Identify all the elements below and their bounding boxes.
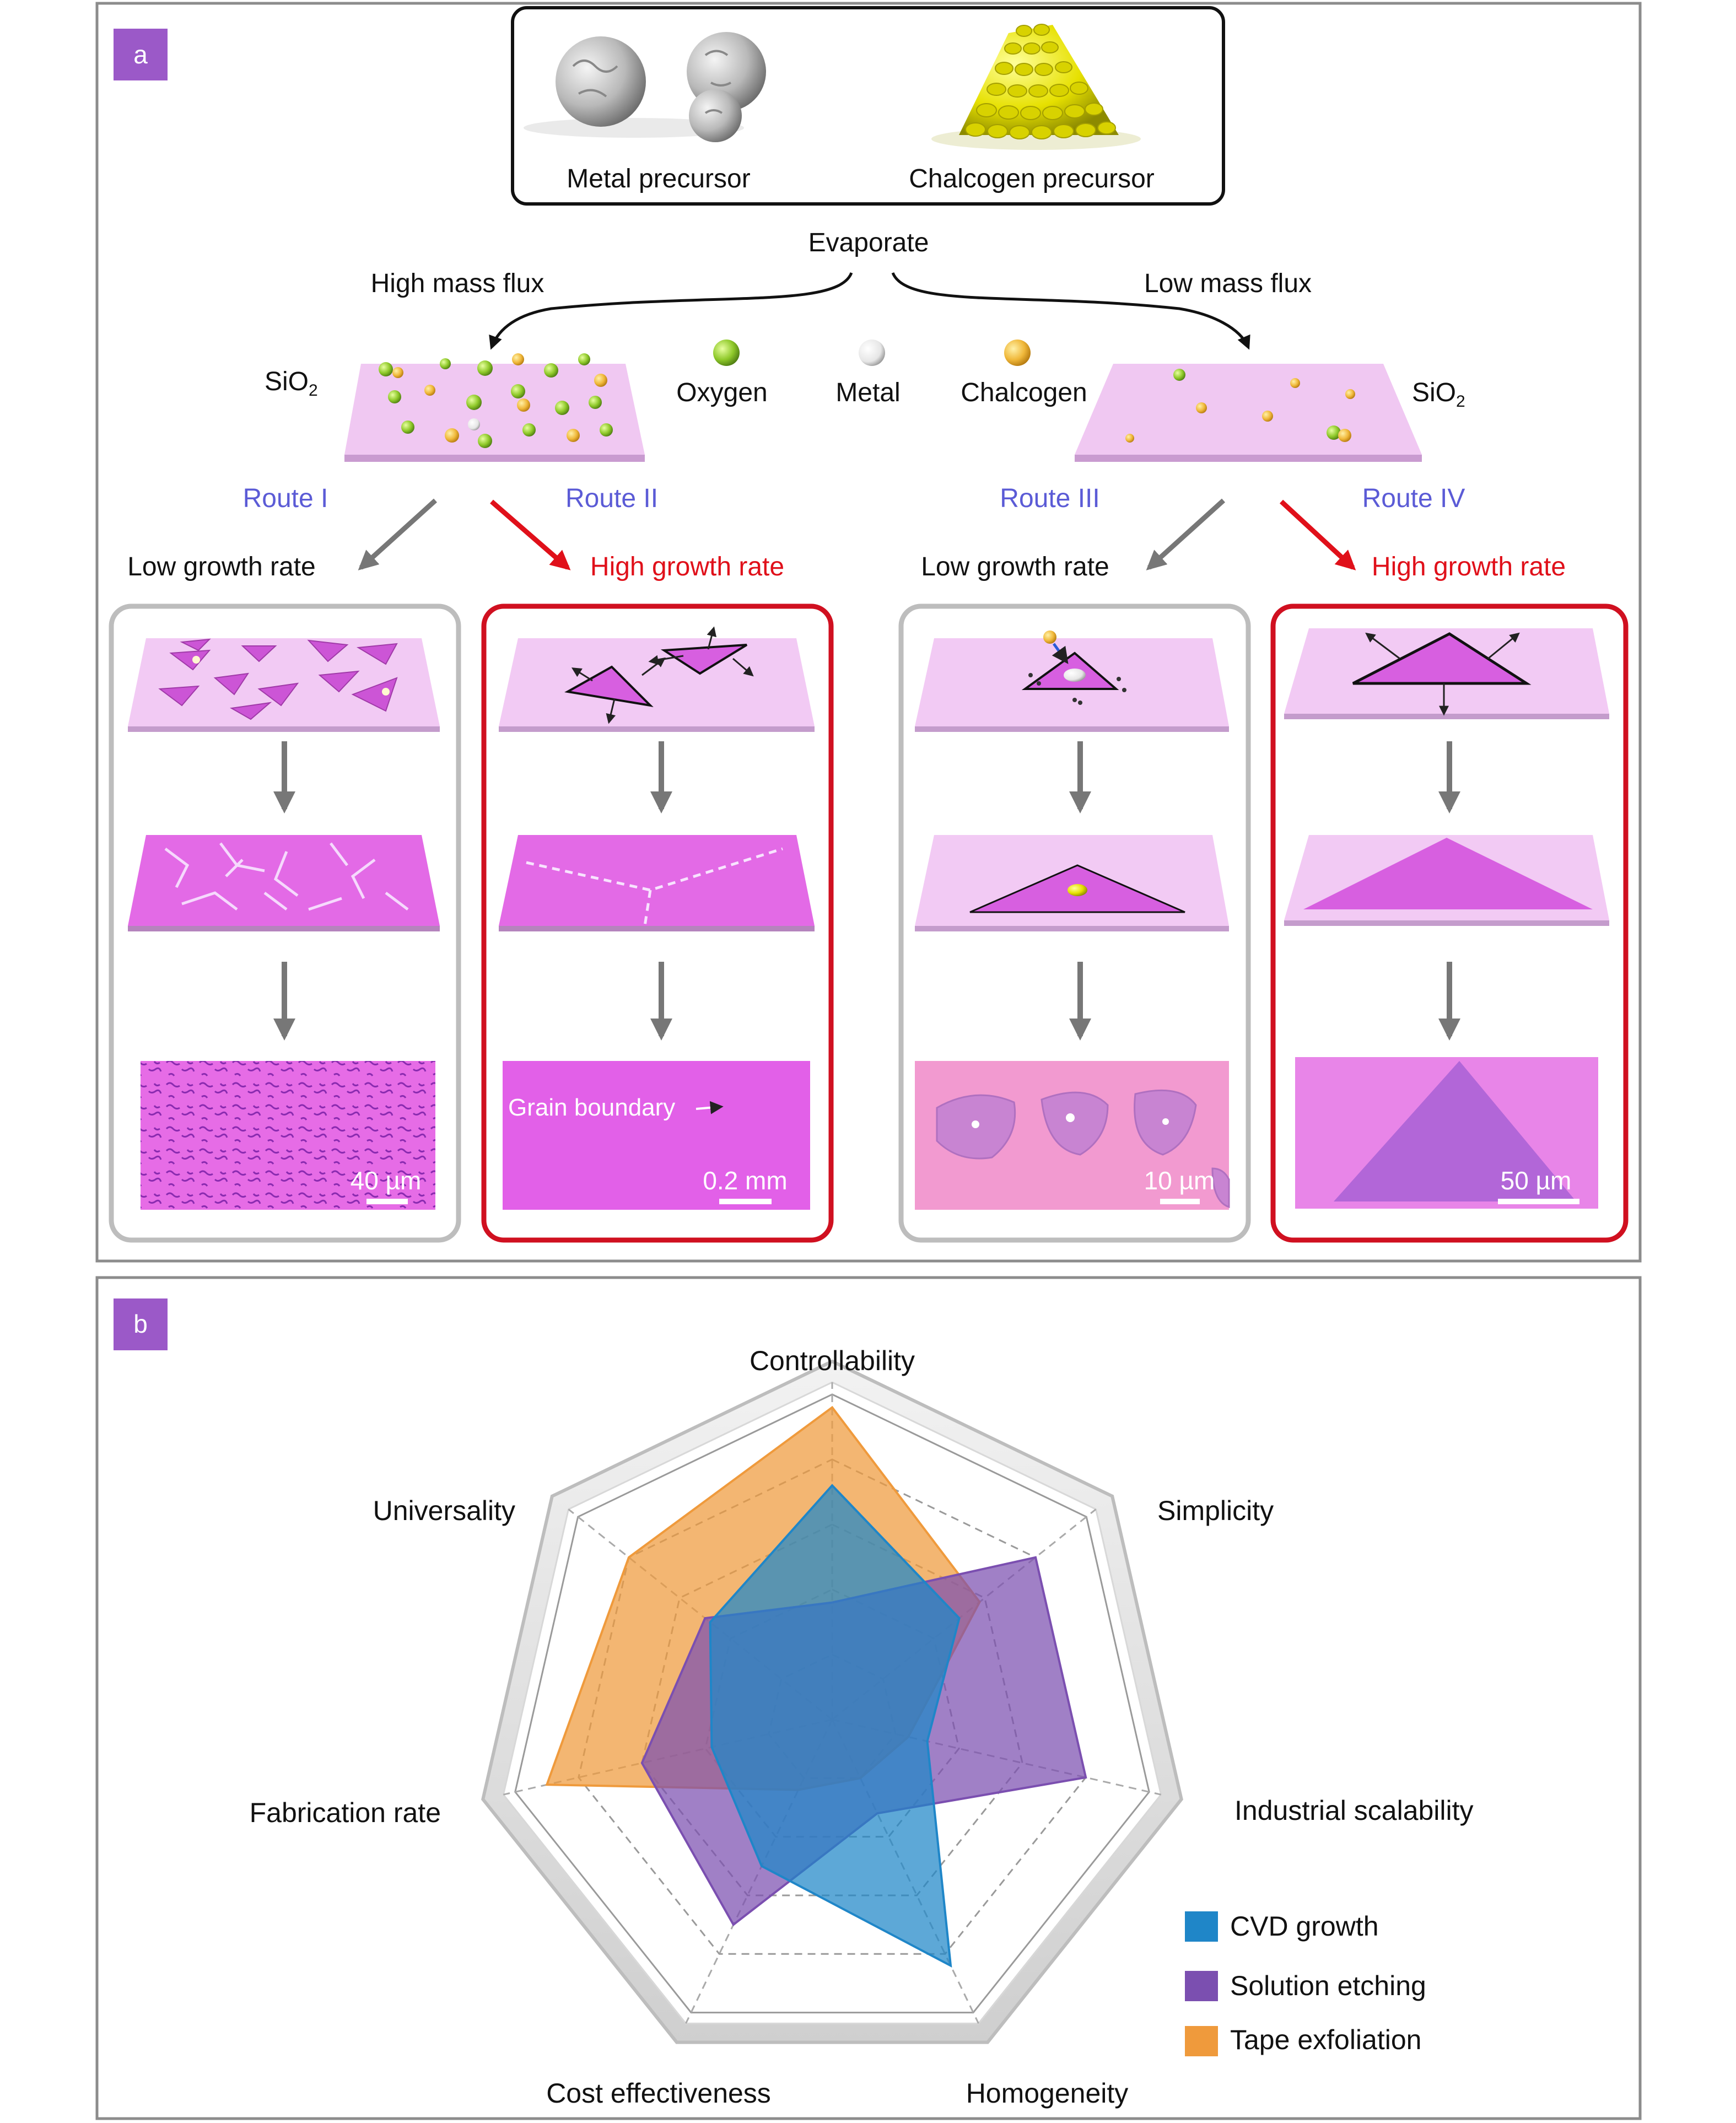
growth-label-3: Low growth rate <box>921 552 1109 581</box>
oxygen-legend-label: Oxygen <box>676 378 767 407</box>
route-4-scale-label: 50 µm <box>1501 1166 1572 1195</box>
evaporate-label: Evaporate <box>808 228 929 257</box>
route-2-scale-bar <box>719 1199 772 1204</box>
route-3-step-2 <box>915 835 1229 931</box>
radar-grid-ring <box>514 1393 1150 2014</box>
substrate-low-flux <box>1075 364 1422 462</box>
metal-legend-label: Metal <box>835 378 900 407</box>
radar-series-cvd-growth <box>709 1484 961 1968</box>
metal-precursor-spheres <box>524 32 766 142</box>
panel-a-label: a <box>133 40 148 69</box>
route-2-label: Route II <box>565 484 658 513</box>
route-2-step-2 <box>499 835 815 931</box>
route-3-label: Route III <box>1000 484 1099 513</box>
legend-swatch-etch <box>1185 1971 1218 2001</box>
chalcogen-atom-icon <box>1004 340 1031 366</box>
route-2-scale-label: 0.2 mm <box>703 1166 787 1195</box>
legend-label-cvd: CVD growth <box>1230 1911 1379 1942</box>
substrate-high-flux <box>344 353 645 462</box>
route-2-step-1 <box>499 626 815 732</box>
metal-precursor-label: Metal precursor <box>567 164 750 193</box>
axis-label-simplicity: Simplicity <box>1157 1495 1274 1526</box>
route-4-step-1 <box>1284 628 1609 719</box>
axis-label-cost-effectiveness: Cost effectiveness <box>546 2078 771 2109</box>
panel-a-frame <box>95 2 1642 1263</box>
route-4-label: Route IV <box>1362 484 1465 513</box>
route-4-flake <box>1334 1061 1576 1201</box>
oxygen-atom-icon <box>713 340 740 366</box>
route-4-step-2 <box>1284 835 1609 926</box>
grain-boundary-label: Grain boundary <box>508 1094 675 1121</box>
axis-label-homogeneity: Homogeneity <box>966 2078 1129 2109</box>
chalcogen-legend-label: Chalcogen <box>961 378 1087 407</box>
panel-b-label: b <box>133 1310 148 1338</box>
route-3-scale-label: 10 µm <box>1144 1166 1215 1195</box>
substrate-label-right: SiO2 <box>1412 378 1465 411</box>
chalcogen-precursor-label: Chalcogen precursor <box>909 164 1155 193</box>
route-1-scale-bar <box>366 1199 408 1204</box>
route-1-label: Route I <box>243 484 328 513</box>
chalcogen-precursor-pyramid <box>931 24 1141 150</box>
axis-label-industrial-scalability: Industrial scalability <box>1234 1795 1474 1826</box>
growth-label-1: Low growth rate <box>127 552 316 581</box>
high-flux-label: High mass flux <box>371 269 544 298</box>
growth-label-2: High growth rate <box>590 552 784 581</box>
legend-label-etch: Solution etching <box>1230 1970 1426 2001</box>
route-1-arrow <box>358 498 438 570</box>
axis-label-fabrication-rate: Fabrication rate <box>250 1797 441 1828</box>
axis-label-universality: Universality <box>373 1495 515 1526</box>
legend-label-tape: Tape exfoliation <box>1230 2024 1421 2055</box>
panel-a-badge <box>114 29 168 80</box>
axis-label-controllability: Controllability <box>750 1345 915 1376</box>
panel-b-frame <box>95 1276 1642 2120</box>
grain-boundary-arrow <box>696 1101 724 1114</box>
route-1-scale-label: 40 µm <box>351 1166 422 1195</box>
route-3-arrow <box>1146 498 1226 570</box>
legend-swatch-cvd <box>1185 1911 1218 1942</box>
route-4-scale-bar <box>1498 1199 1579 1204</box>
high-flux-arrow <box>489 272 853 350</box>
substrate-label-left: SiO2 <box>265 367 318 400</box>
route-4-arrow <box>1279 499 1356 570</box>
legend-swatch-tape <box>1185 2026 1218 2056</box>
metal-atom-icon <box>859 340 885 366</box>
low-flux-label: Low mass flux <box>1144 269 1312 298</box>
route-2-micrograph <box>503 1061 810 1210</box>
panel-b-badge <box>114 1298 168 1350</box>
route-1-step-1 <box>128 638 440 732</box>
route-3-step-1 <box>915 631 1229 732</box>
route-1-step-2 <box>128 835 440 931</box>
route-1-micrograph <box>141 1061 435 1210</box>
low-flux-arrow <box>891 272 1250 350</box>
growth-label-4: High growth rate <box>1372 552 1566 581</box>
route-3-scale-bar <box>1160 1199 1200 1204</box>
route-2-arrow <box>490 499 571 570</box>
